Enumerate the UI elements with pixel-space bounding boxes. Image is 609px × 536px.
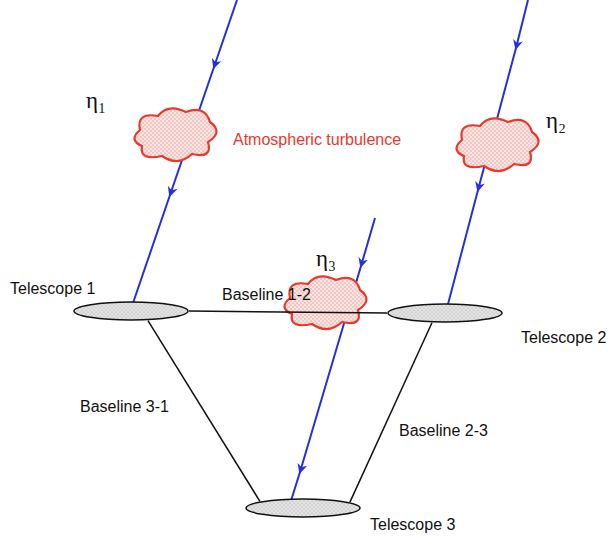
telescope-dish: Telescope 2 [387,303,503,323]
dish-outline [245,498,361,518]
telescope-dish: Telescope 1 [73,301,189,321]
baseline-label: Baseline 2-3 [399,422,488,440]
baseline-line [350,323,432,502]
light-ray [132,0,237,306]
light-ray [290,218,375,504]
turbulence-symbol: η₁ [86,88,106,114]
turbulence-cloud [456,118,538,171]
turbulence-label: Atmospheric turbulence [233,131,401,149]
dish-outline [387,303,503,323]
telescope-label: Telescope 2 [521,329,606,347]
baseline-line [189,311,387,313]
turbulence-symbol: η₂ [546,108,566,134]
turbulence-symbol: η₃ [316,246,336,272]
dish-outline [73,301,189,321]
baseline-label: Baseline 3-1 [80,398,169,416]
telescope-label: Telescope 1 [10,280,95,298]
turbulence-cloud [134,108,216,161]
baseline-label: Baseline 1-2 [222,286,311,304]
telescope-label: Telescope 3 [370,516,455,534]
telescope-dish: Telescope 3 [245,498,361,518]
